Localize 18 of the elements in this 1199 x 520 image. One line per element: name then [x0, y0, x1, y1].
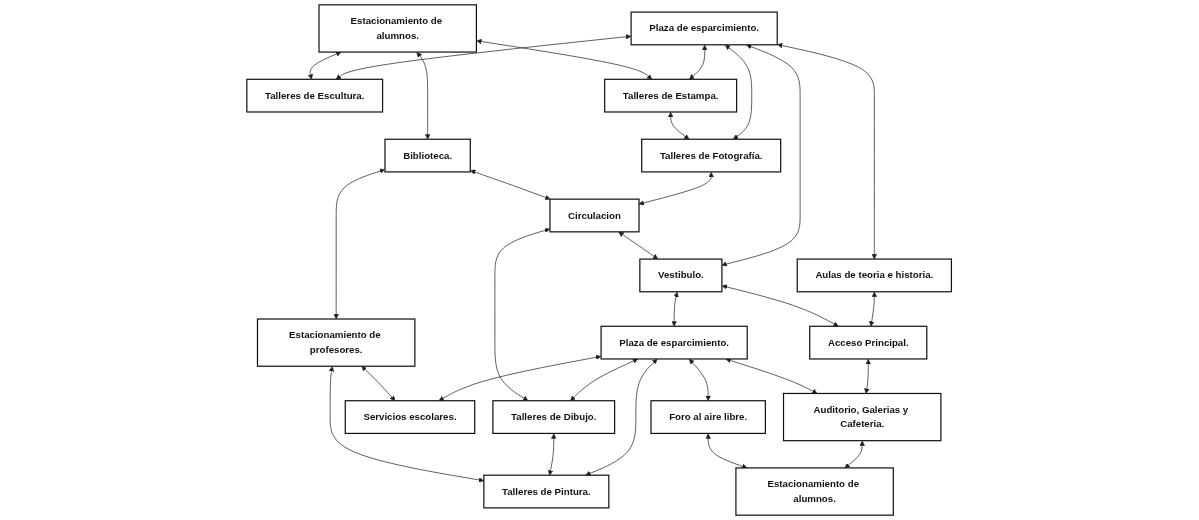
node-box: Talleres de Pintura.	[483, 474, 610, 509]
node-box: Servicios escolares.	[345, 400, 476, 435]
node-box: Foro al aire libre.	[650, 400, 767, 435]
node-box: Circulacion	[549, 198, 640, 233]
node-box: Auditorio, Galerias y Cafeteria.	[783, 392, 942, 442]
node-box: Acceso Principal.	[809, 325, 928, 360]
node-box: Plaza de esparcimiento.	[600, 325, 749, 360]
node-box: Talleres de Fotografía.	[641, 138, 782, 173]
node-box: Talleres de Estampa.	[604, 78, 738, 113]
node-box: Talleres de Dibujo.	[492, 400, 616, 435]
node-box: Biblioteca.	[384, 138, 472, 173]
node-box: Estacionamiento de alumnos.	[318, 4, 478, 53]
node-box: Aulas de teoria e historia.	[796, 258, 953, 293]
node-box: Plaza de esparcimiento.	[630, 11, 779, 46]
node-box: Vestibulo.	[639, 258, 723, 293]
node-box: Talleres de Escultura.	[246, 78, 384, 113]
node-box: Estacionamiento de alumnos.	[735, 467, 895, 516]
node-box: Estacionamiento de profesores.	[257, 318, 416, 367]
